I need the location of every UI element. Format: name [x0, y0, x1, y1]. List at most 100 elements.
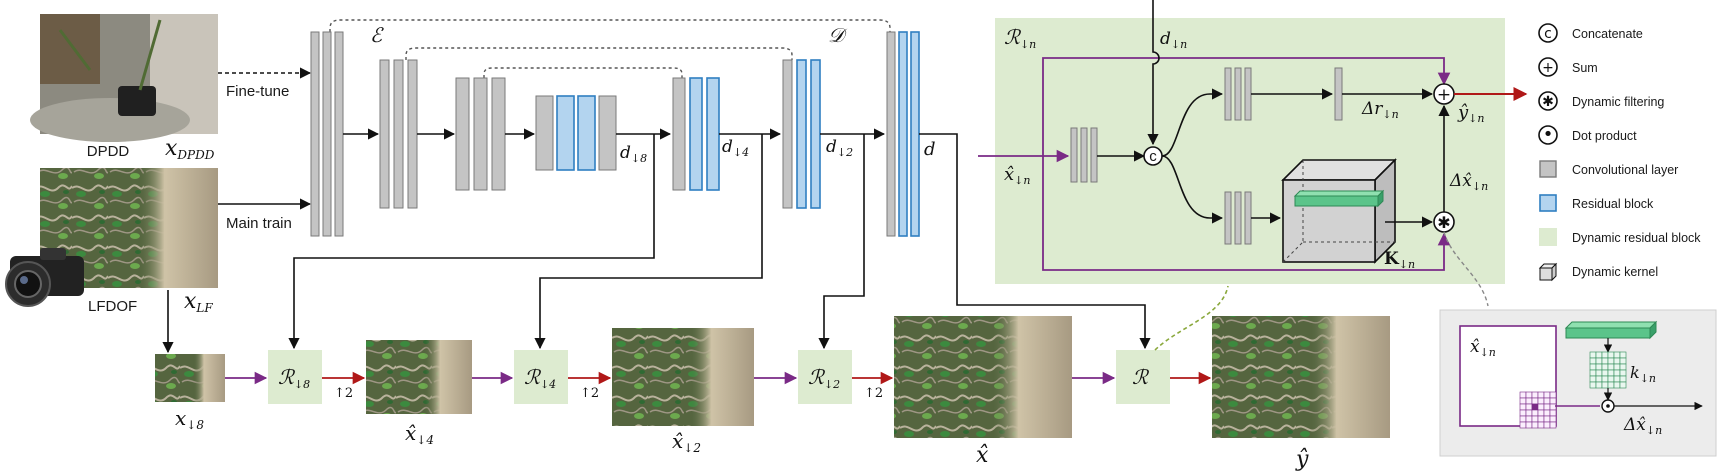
svg-text:✱: ✱	[1542, 94, 1554, 110]
patch-cell	[1543, 421, 1551, 429]
kernel-cell	[1589, 381, 1597, 389]
patch-cell	[1531, 397, 1539, 405]
kernel-cell	[1613, 375, 1621, 383]
kernel-cell	[1595, 375, 1603, 383]
legend-item: Dynamic kernel	[1538, 262, 1658, 282]
kernel-grid	[1589, 351, 1627, 389]
kernel-cell	[1589, 369, 1597, 377]
r-block	[1116, 350, 1170, 404]
patch-cell	[1525, 403, 1533, 411]
inset-dx-label: Δx̂↓n	[1623, 415, 1662, 437]
patch-cell	[1519, 397, 1527, 405]
upsample-label: ↑2	[334, 386, 353, 401]
svg-text:c: c	[1544, 26, 1552, 42]
kernel-cell	[1619, 357, 1627, 365]
dynamic-kernel-icon	[1538, 262, 1558, 282]
legend: c Concatenate + Sum ✱ Dynamic filtering • Dot p…	[1538, 23, 1701, 282]
kernel-cell	[1607, 363, 1615, 371]
block-output-label: ŷ↓n	[1457, 102, 1484, 125]
svg-text:•: •	[1543, 124, 1554, 145]
d4-label: d↓4	[722, 137, 749, 159]
encoder-stage-2	[379, 59, 418, 209]
encoder-stage-1	[310, 31, 344, 237]
dynamic-filter-icon: ✱	[1538, 91, 1558, 111]
legend-label: Dynamic residual block	[1572, 231, 1701, 245]
legend-label: Sum	[1572, 61, 1598, 75]
kernel-cell	[1613, 381, 1621, 389]
patch-cell	[1549, 391, 1557, 399]
r2-block	[798, 350, 852, 404]
legend-item: Convolutional layer	[1539, 160, 1678, 178]
patch-cell	[1537, 403, 1545, 411]
patch-cell	[1531, 403, 1539, 411]
patch-cell	[1537, 415, 1545, 423]
patch-cell	[1549, 403, 1557, 411]
legend-label: Concatenate	[1572, 27, 1643, 41]
dpdd-photo	[30, 14, 218, 142]
legend-label: Dot product	[1572, 129, 1637, 143]
kernel-cell	[1601, 381, 1609, 389]
patch-cell	[1519, 391, 1527, 399]
yh-label: ŷ	[1295, 447, 1309, 472]
xh4-image	[366, 340, 472, 414]
kernel-cell	[1595, 351, 1603, 359]
svg-text:+: +	[1542, 60, 1554, 76]
bottleneck	[535, 95, 617, 171]
legend-item: c Concatenate	[1538, 23, 1643, 43]
legend-item: • Dot product	[1538, 124, 1637, 145]
kernel-cell	[1607, 381, 1615, 389]
patch-cell	[1537, 409, 1545, 417]
decoder-stage-1	[672, 77, 720, 191]
kernel-cell	[1607, 357, 1615, 365]
kernel-cell	[1595, 363, 1603, 371]
dpdd-label: DPDD	[87, 143, 130, 160]
block-conv-upper	[1224, 67, 1252, 121]
xh-image	[894, 316, 1072, 438]
skip-connections	[329, 19, 891, 78]
d-label: d	[924, 139, 936, 160]
kernel-cell	[1589, 363, 1597, 371]
upsample-label: ↑2	[580, 386, 599, 401]
patch-cell	[1537, 391, 1545, 399]
kernel-cell	[1601, 357, 1609, 365]
r4-block	[514, 350, 568, 404]
inset-input-label: x̂↓n	[1470, 337, 1496, 359]
decoder-stage-3	[886, 31, 920, 237]
decoder-label: 𝒟	[828, 23, 848, 47]
kernel-cell	[1613, 357, 1621, 365]
block-d-label: d↓n	[1160, 29, 1187, 51]
kernel-cell	[1607, 351, 1615, 359]
legend-item: Residual block	[1539, 194, 1654, 212]
inset-k-label: k↓n	[1630, 363, 1656, 385]
d8-label: d↓8	[620, 143, 647, 165]
kernel-cell	[1607, 375, 1615, 383]
sum-icon: +	[1538, 57, 1558, 77]
patch-grid	[1519, 391, 1557, 429]
kernel-cell	[1595, 381, 1603, 389]
legend-item: + Sum	[1538, 57, 1598, 77]
xh2-label: x̂↓2	[672, 429, 701, 455]
kernel-cell	[1619, 351, 1627, 359]
patch-cell	[1531, 415, 1539, 423]
block-conv-lower	[1224, 191, 1252, 245]
dot-product-icon: •	[1538, 124, 1558, 145]
kernel-cell	[1595, 357, 1603, 365]
encoder-stage-3	[455, 77, 506, 191]
svg-text:✱: ✱	[1437, 213, 1450, 232]
upsample-label: ↑2	[864, 386, 883, 401]
kernel-cell	[1601, 351, 1609, 359]
conv-layer-icon	[1539, 160, 1557, 178]
patch-cell	[1549, 415, 1557, 423]
patch-cell	[1549, 397, 1557, 405]
legend-label: Dynamic filtering	[1572, 95, 1664, 109]
kernel-cell	[1601, 375, 1609, 383]
legend-item: ✱ Dynamic filtering	[1538, 91, 1664, 111]
lfdof-label: LFDOF	[88, 298, 137, 315]
kernel-cell	[1613, 351, 1621, 359]
r8-label: ℛ↓8	[278, 365, 310, 391]
r4-label: ℛ↓4	[524, 365, 556, 391]
kernel-cell	[1595, 369, 1603, 377]
encoder-label: ℰ	[370, 23, 384, 47]
kernel-cell	[1607, 369, 1615, 377]
kernel-cell	[1589, 351, 1597, 359]
